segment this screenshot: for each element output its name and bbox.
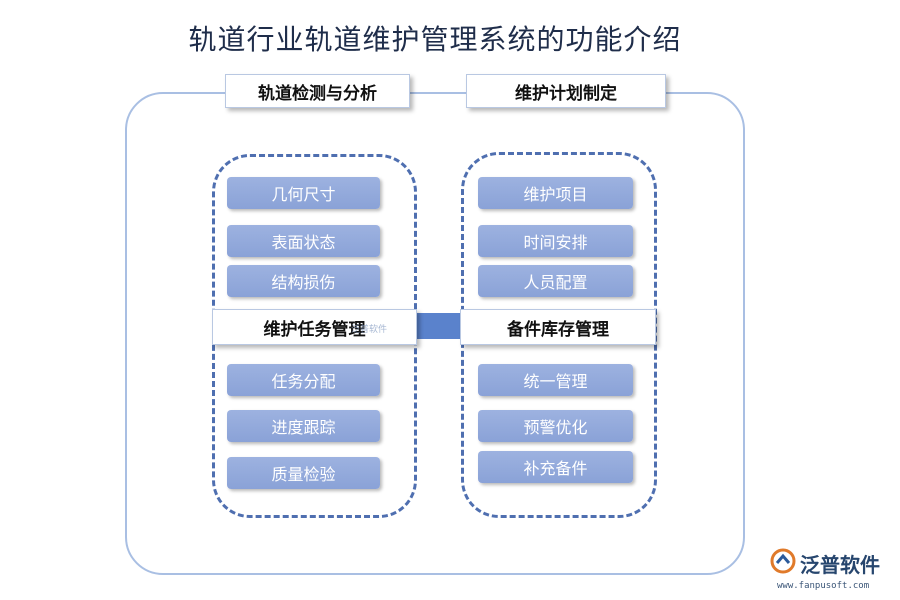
watermark-small: 泛普软件 [351, 325, 388, 335]
header-track-inspection: 轨道检测与分析 [225, 74, 410, 108]
page-title: 轨道行业轨道维护管理系统的功能介绍 [188, 23, 682, 56]
item-replenish-parts: 补充备件 [478, 451, 633, 483]
connector-bar [417, 313, 462, 339]
outer-frame [125, 92, 745, 575]
item-staffing: 人员配置 [478, 265, 633, 297]
item-time-schedule: 时间安排 [478, 225, 633, 257]
item-warning-optimization: 预警优化 [478, 410, 633, 442]
brand-name: 泛普软件 [800, 552, 880, 577]
item-geometry: 几何尺寸 [227, 177, 380, 209]
fanpu-logo-icon [770, 548, 796, 578]
item-structural-damage: 结构损伤 [227, 265, 380, 297]
item-unified-management: 统一管理 [478, 364, 633, 396]
brand-logo: 泛普软件 [770, 548, 880, 578]
item-surface-state: 表面状态 [227, 225, 380, 257]
header-inventory-management: 备件库存管理 [460, 309, 656, 345]
header-task-management: 维护任务管理 [212, 309, 417, 345]
item-task-assignment: 任务分配 [227, 364, 380, 396]
item-quality-inspection: 质量检验 [227, 457, 380, 489]
header-maintenance-plan: 维护计划制定 [466, 74, 666, 108]
item-maintenance-project: 维护项目 [478, 177, 633, 209]
item-progress-tracking: 进度跟踪 [227, 410, 380, 442]
brand-url: www.fanpusoft.com [777, 581, 870, 591]
